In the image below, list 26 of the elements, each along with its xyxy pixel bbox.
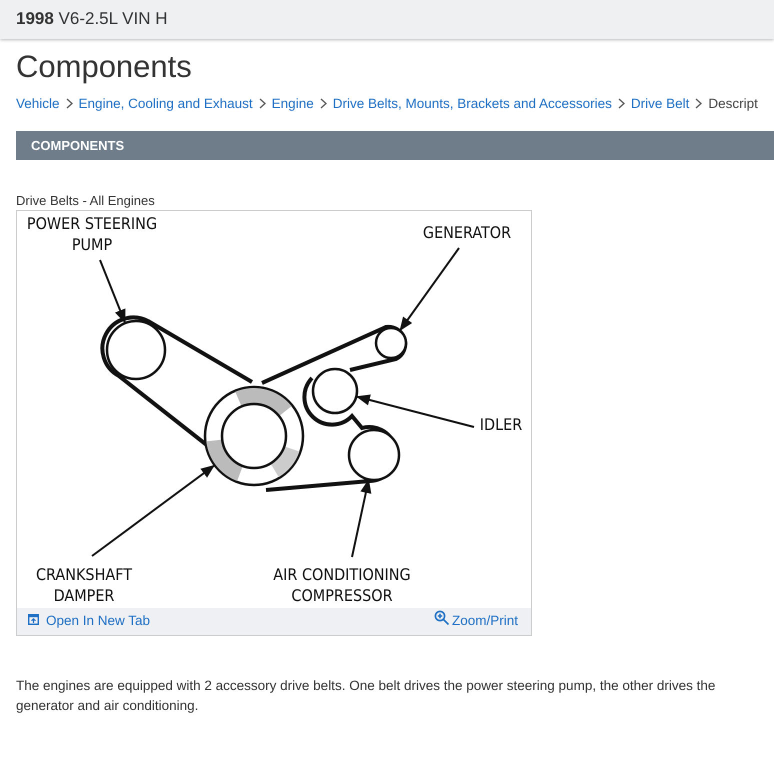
leader-line <box>400 247 460 332</box>
page-title: Components <box>16 49 192 85</box>
breadcrumb-link: Vehicle <box>16 96 60 111</box>
pulley <box>105 319 167 381</box>
open-in-new-tab-link: Open In New Tab <box>46 613 150 628</box>
breadcrumb-link: Engine <box>272 96 314 111</box>
callout-label: GENERATOR <box>414 222 520 243</box>
pulley <box>347 428 401 482</box>
leader-line <box>91 464 215 557</box>
zoom-print-link: Zoom/Print <box>452 613 518 628</box>
breadcrumb-link: Engine, Cooling and Exhaust <box>78 96 253 111</box>
callout-label: AIR CONDITIONING COMPRESSOR <box>256 564 428 606</box>
description-paragraph: The engines are equipped with 2 accessory drive belts. One belt drives the power steering pump, the other drives the generator and air conditioning. <box>16 677 716 715</box>
leader-line <box>99 260 126 324</box>
callout-label: POWER STEERING PUMP <box>18 213 166 255</box>
section-heading: COMPONENTS <box>31 138 124 153</box>
vehicle-heading: 1998 V6-2.5L VIN H <box>16 9 168 29</box>
leader-line <box>356 394 474 428</box>
breadcrumb-current: Descript <box>708 96 758 111</box>
breadcrumb-link: Drive Belts, Mounts, Brackets and Accessories <box>332 96 612 111</box>
callout-label: IDLER <box>476 414 526 435</box>
pulley <box>311 367 359 415</box>
breadcrumb-link: Drive Belt <box>630 96 690 111</box>
crankshaft-pulley <box>203 385 305 487</box>
callout-label: CRANKSHAFT DAMPER <box>22 564 146 606</box>
figure-caption: Drive Belts - All Engines <box>16 193 155 208</box>
